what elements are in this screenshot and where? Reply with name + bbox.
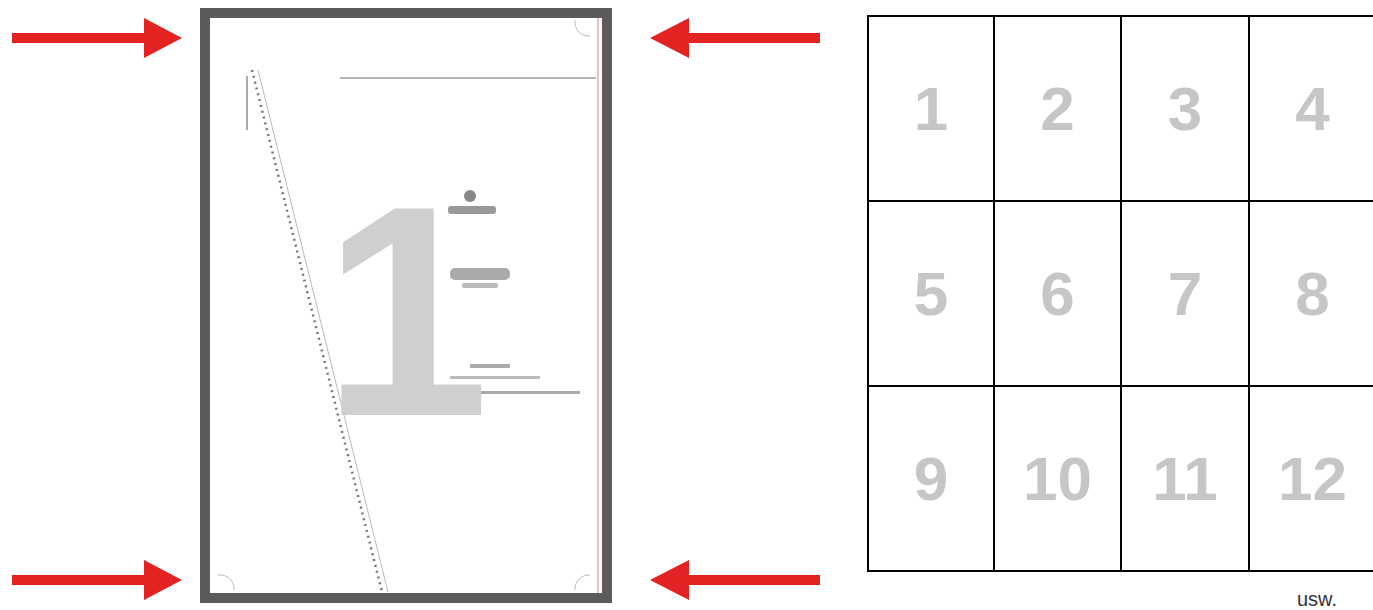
grid-cell: 5 [867,200,995,387]
cell-number: 4 [1295,78,1329,140]
corner-ornament [575,575,590,590]
rule-line [340,77,596,79]
grid-cell: 11 [1120,385,1250,572]
rule-line [247,76,248,130]
grid-cell: 9 [867,385,995,572]
grid-cell: 2 [993,15,1122,202]
cell-number: 9 [914,448,948,510]
cell-number: 12 [1278,448,1347,510]
grid-cell: 8 [1248,200,1373,387]
red-arrows [12,18,820,600]
cell-number: 10 [1023,448,1092,510]
margin-line [597,18,599,593]
grid-cell: 3 [1120,15,1250,202]
cell-number: 2 [1040,78,1074,140]
cell-number: 5 [914,263,948,325]
note-label: usw. [1297,589,1337,609]
cell-number: 8 [1295,263,1329,325]
page-number-watermark: 1 [210,161,602,461]
cell-number: 6 [1040,263,1074,325]
arrow-head [650,18,689,58]
arrow-shaft [12,575,150,585]
arrow-shaft [683,575,820,585]
arrow-shaft [683,33,820,43]
grid-cell: 6 [993,200,1122,387]
page-thumbnail: 1 [200,8,612,603]
arrow-head [144,18,182,58]
page-sheet [210,18,602,593]
cell-number: 1 [914,78,948,140]
cell-number: 3 [1168,78,1202,140]
grid-cell: 4 [1248,15,1373,202]
corner-ornament [575,20,590,36]
cell-number: 7 [1168,263,1202,325]
grid-cell: 10 [993,385,1122,572]
arrow-head [144,560,182,600]
arrow-head [650,560,689,600]
cell-number: 11 [1152,448,1218,510]
grid-cell: 1 [867,15,995,202]
corner-ornament [218,575,234,590]
grid-cell: 7 [1120,200,1250,387]
arrow-shaft [12,33,150,43]
grid-cell: 12 [1248,385,1373,572]
